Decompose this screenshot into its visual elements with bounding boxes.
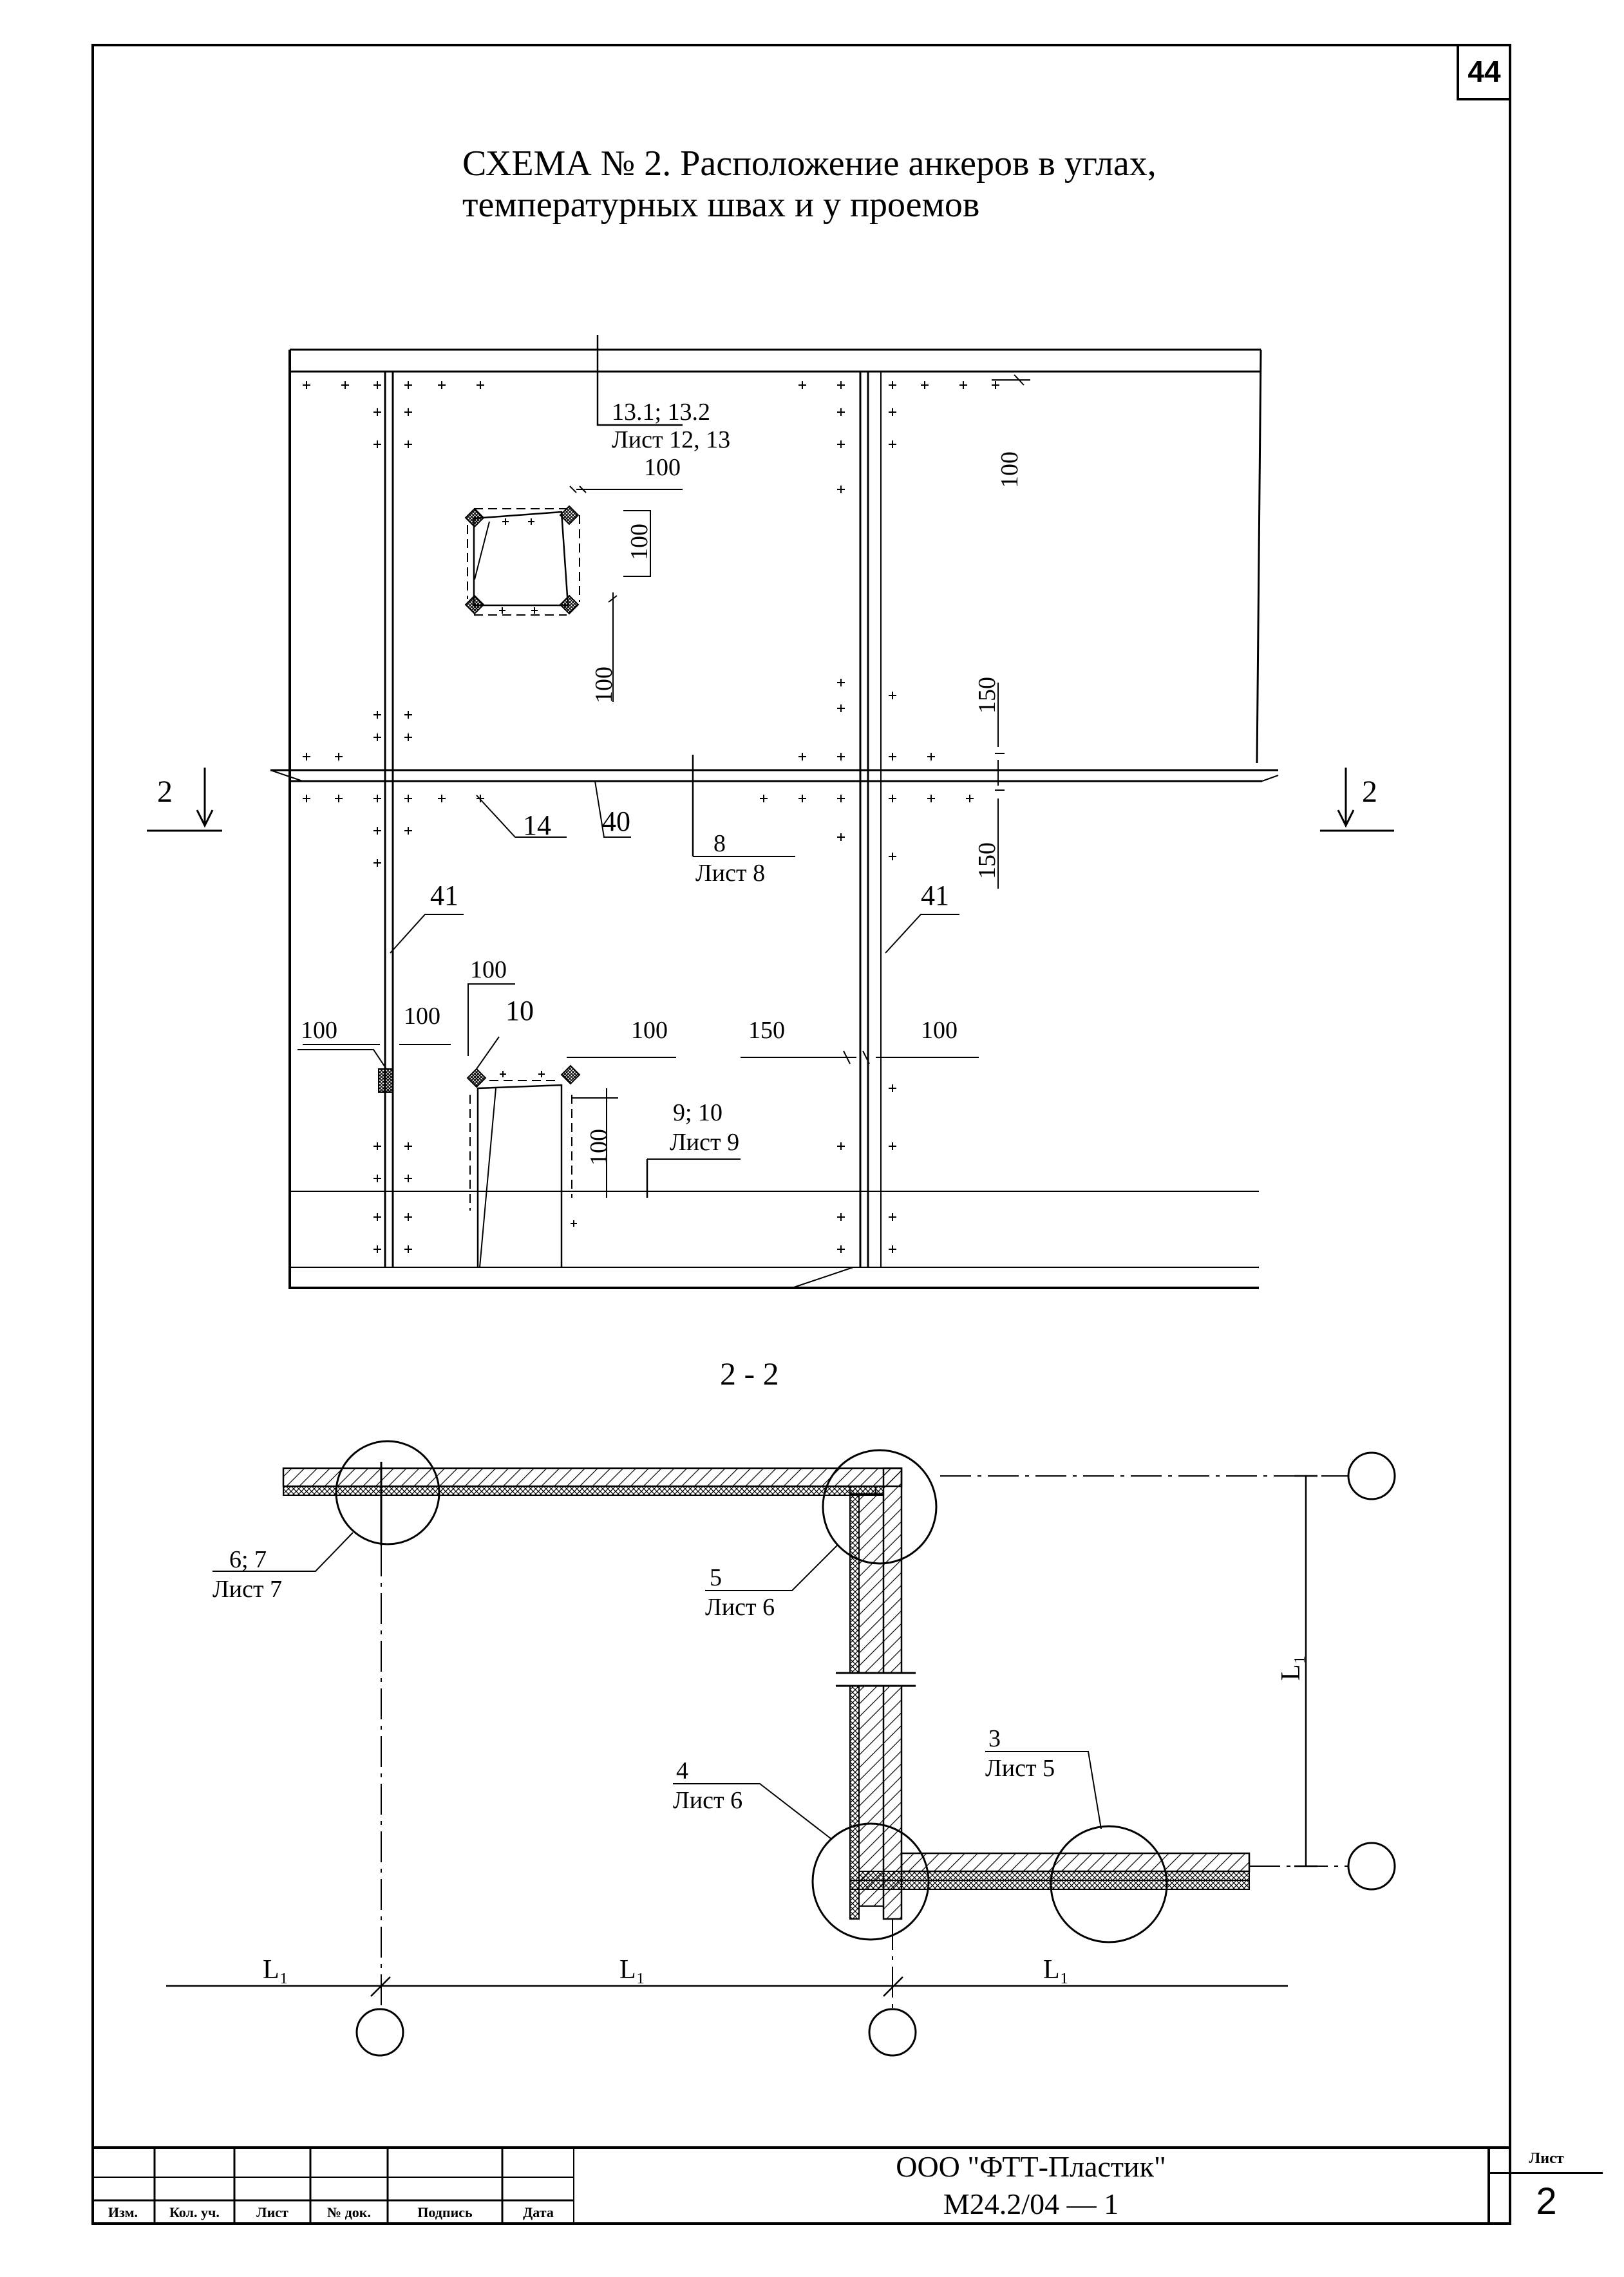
stamp-main: ООО "ФТТ-Пластик" М24.2/04 — 1 [574, 2146, 1487, 2225]
section-plan [166, 1440, 1396, 2057]
callout-4-sheet: Лист 6 [673, 1787, 742, 1814]
organization-name: ООО "ФТТ-Пластик" [896, 2150, 1166, 2183]
callout-4: 4 [676, 1757, 688, 1784]
stamp-header-change: Изм. [108, 2204, 138, 2220]
dim-window-side: 100 [626, 524, 653, 560]
title-line-2: температурных швах и у проемов [462, 185, 980, 225]
callout-3: 3 [988, 1725, 1001, 1752]
callout-3-sheet: Лист 5 [985, 1755, 1055, 1782]
drawing-title: СХЕМА № 2. Расположение анкеров в углах,… [462, 143, 1157, 225]
dim-l1-left: L₁ [263, 1955, 288, 1985]
stamp-header-doc: № док. [327, 2204, 371, 2220]
callout-41-left: 41 [430, 880, 458, 911]
dim-col-left-a: 100 [301, 1017, 337, 1044]
dim-door-top: 100 [470, 956, 507, 983]
dim-l1-vertical: L₁ [1276, 1655, 1306, 1681]
stamp-header-signature: Подпись [417, 2204, 473, 2220]
dim-joint-down: 150 [974, 842, 1001, 879]
document-code: М24.2/04 — 1 [943, 2187, 1119, 2220]
dim-col-right-100: 100 [921, 1017, 958, 1044]
callout-13: 13.1; 13.2 [612, 399, 710, 426]
callout-5: 5 [710, 1564, 722, 1591]
callout-5-sheet: Лист 6 [705, 1594, 775, 1621]
stamp-header-sheet: Лист [256, 2204, 288, 2220]
callout-41-right: 41 [921, 880, 949, 911]
anchor-markers [303, 381, 999, 1253]
callout-13-sheet: Лист 12, 13 [612, 426, 730, 453]
dim-col-right-150: 150 [748, 1017, 785, 1044]
callout-14: 14 [523, 809, 551, 841]
dim-l1-right: L₁ [1043, 1955, 1069, 1985]
sheet-box: Лист 2 [1487, 2146, 1603, 2225]
stamp-header-count: Кол. уч. [169, 2204, 220, 2220]
callout-8-sheet: Лист 8 [695, 860, 765, 887]
anchor-plates [378, 505, 581, 1093]
sheet-number: 2 [1536, 2180, 1557, 2222]
section-mark-right: 2 [1362, 775, 1377, 809]
dim-door-side: 100 [585, 1129, 612, 1166]
section-title: 2 - 2 [720, 1356, 779, 1392]
callout-10: 10 [505, 995, 534, 1026]
callout-9-10: 9; 10 [673, 1099, 722, 1126]
title-block: Изм. Кол. уч. Лист № док. Подпись Дата О… [91, 2146, 1603, 2225]
section-mark-left: 2 [157, 775, 173, 809]
callout-6-7: 6; 7 [229, 1546, 267, 1573]
drawing-frame [91, 44, 1511, 2225]
callout-9-sheet: Лист 9 [670, 1129, 739, 1156]
stamp-header-date: Дата [523, 2204, 554, 2220]
callout-8: 8 [713, 830, 726, 857]
dim-joint-up: 150 [974, 677, 1001, 713]
facade-elevation [147, 335, 1394, 1289]
stamp-top-rule [91, 2146, 1511, 2149]
sheet-label: Лист [1529, 2150, 1564, 2167]
dim-top-right: 100 [996, 451, 1023, 488]
dim-window-bottom: 100 [590, 666, 618, 703]
dim-window-top: 100 [644, 454, 681, 481]
page-number: 44 [1457, 45, 1509, 100]
dim-door-right: 100 [631, 1017, 668, 1044]
dim-col-left-b: 100 [404, 1003, 440, 1030]
callout-6-7-sheet: Лист 7 [212, 1576, 282, 1603]
title-line-1: СХЕМА № 2. Расположение анкеров в углах, [462, 144, 1157, 184]
callout-40: 40 [602, 806, 630, 837]
dim-l1-middle: L₁ [619, 1955, 645, 1985]
